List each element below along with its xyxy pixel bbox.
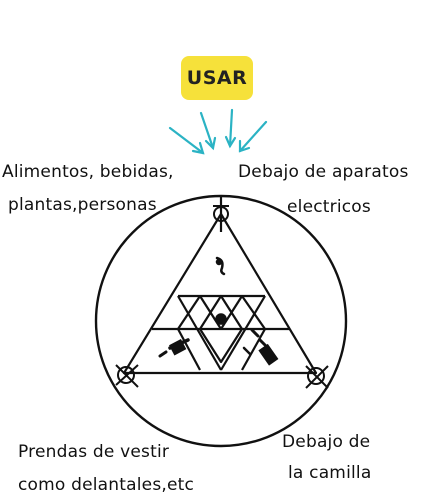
- arrow-icon: [224, 108, 237, 149]
- glyph-marks-icon: [158, 256, 279, 366]
- label-top-left-line2: plantas,personas: [8, 195, 157, 215]
- arrow-icon: [238, 120, 268, 153]
- arrow-group: [168, 108, 268, 155]
- arrow-icon: [199, 111, 217, 151]
- label-bottom-left-line2: como delantales,etc: [18, 475, 195, 495]
- label-top-right-line1: Debajo de aparatos: [238, 162, 409, 182]
- circle-icon: [213, 205, 229, 222]
- label-top-right-line2: electricos: [287, 197, 371, 217]
- triangle-grid-icon: [122, 195, 318, 375]
- arrow-icon: [168, 126, 205, 155]
- label-bottom-right-line2: la camilla: [288, 463, 372, 483]
- usar-badge: USAR: [181, 56, 253, 100]
- circle-icon: [115, 364, 139, 388]
- circle-icon: [305, 365, 329, 389]
- label-top-left-line1: Alimentos, bebidas,: [2, 162, 174, 182]
- label-bottom-left-line1: Prendas de vestir: [18, 442, 170, 462]
- label-bottom-right-line1: Debajo de: [282, 432, 371, 452]
